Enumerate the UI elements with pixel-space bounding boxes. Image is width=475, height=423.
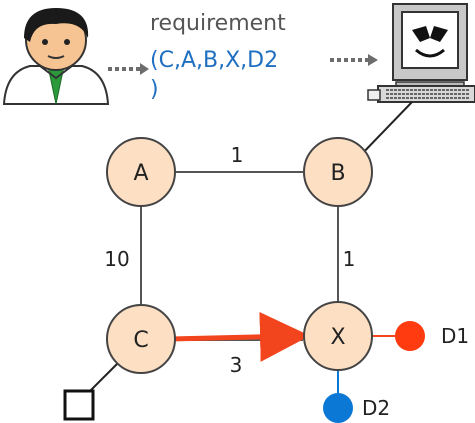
user-icon <box>2 8 110 105</box>
node-b-label: B <box>330 161 345 186</box>
requirement-path-end: ) <box>150 77 159 102</box>
node-x: X <box>303 301 373 371</box>
node-a-label: A <box>133 161 148 186</box>
endpoint-d2-label: D2 <box>362 396 390 420</box>
request-arrow-right <box>330 54 378 66</box>
controller-computer-icon <box>367 3 475 103</box>
edge-b-x-label: 1 <box>343 247 356 271</box>
edge-a-b-label: 1 <box>231 143 244 167</box>
requirement-title: requirement <box>150 11 286 36</box>
requirement-path: (C,A,B,X,D2 <box>150 48 278 73</box>
request-arrow-left <box>108 63 149 75</box>
node-c-label: C <box>133 328 148 353</box>
node-x-label: X <box>330 325 345 350</box>
controller-link <box>357 101 413 159</box>
node-c: C <box>106 304 176 374</box>
edge-c-x-label: 3 <box>230 353 243 377</box>
node-a: A <box>106 137 176 207</box>
endpoint-d1 <box>395 321 425 351</box>
node-b: B <box>303 137 373 207</box>
link-c-host <box>89 363 118 392</box>
host-square <box>63 389 95 421</box>
endpoint-d2 <box>323 393 353 423</box>
edge-a-c-label: 10 <box>104 247 129 271</box>
endpoint-d1-label: D1 <box>441 324 469 348</box>
path-arrow-c-x <box>169 311 310 362</box>
